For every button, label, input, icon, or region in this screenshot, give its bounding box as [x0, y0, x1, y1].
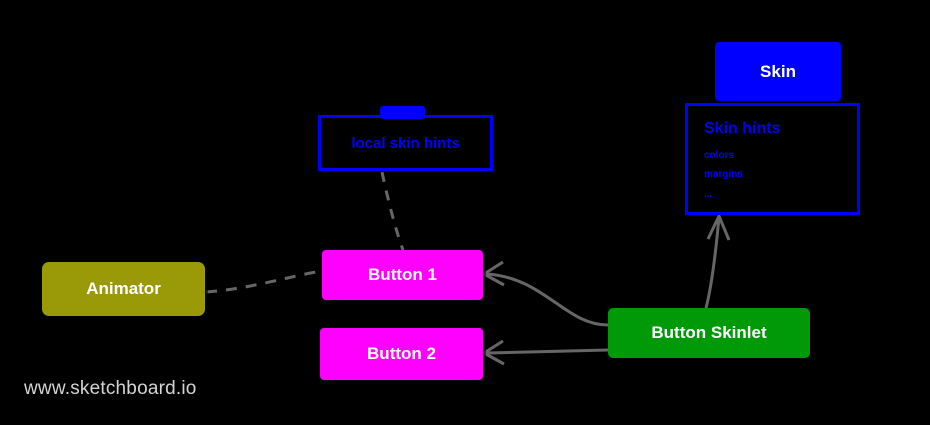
skin-hints-line-colors: colors — [704, 149, 735, 161]
edge-button-skinlet-to-button-1 — [486, 272, 609, 327]
node-button-skinlet[interactable]: Button Skinlet — [608, 308, 810, 358]
arrowhead-skin-hints — [706, 212, 731, 241]
node-button-1-label: Button 1 — [368, 265, 437, 284]
skin-hints-line-margins: margins — [704, 169, 743, 181]
node-skin[interactable]: Skin — [715, 42, 841, 101]
watermark: www.sketchboard.io — [24, 378, 197, 399]
arrowhead-button-2 — [481, 339, 505, 366]
skin-hints-title: Skin hints — [704, 120, 781, 137]
node-skin-label: Skin — [760, 61, 796, 81]
node-button-1[interactable]: Button 1 — [322, 250, 483, 300]
edge-local-skin-hints-to-button-1 — [380, 171, 405, 251]
skin-hints-line-ellipsis: ... — [704, 188, 713, 200]
edge-button-skinlet-to-button-2 — [486, 348, 609, 355]
node-button-2[interactable]: Button 2 — [320, 328, 483, 380]
node-button-skinlet-label: Button Skinlet — [651, 323, 767, 342]
node-local-skin-hints-label: local skin hints — [351, 134, 460, 152]
node-skin-hints[interactable]: Skin hints colors margins ... — [685, 103, 860, 215]
edge-button-skinlet-to-skin-hints — [704, 216, 721, 309]
node-animator-label: Animator — [86, 279, 161, 298]
node-button-2-label: Button 2 — [367, 344, 436, 363]
arrowhead-button-1 — [481, 260, 505, 287]
node-local-skin-hints[interactable]: local skin hints — [318, 115, 493, 171]
node-animator[interactable]: Animator — [42, 262, 205, 316]
edge-animator-to-button-1 — [205, 269, 323, 294]
